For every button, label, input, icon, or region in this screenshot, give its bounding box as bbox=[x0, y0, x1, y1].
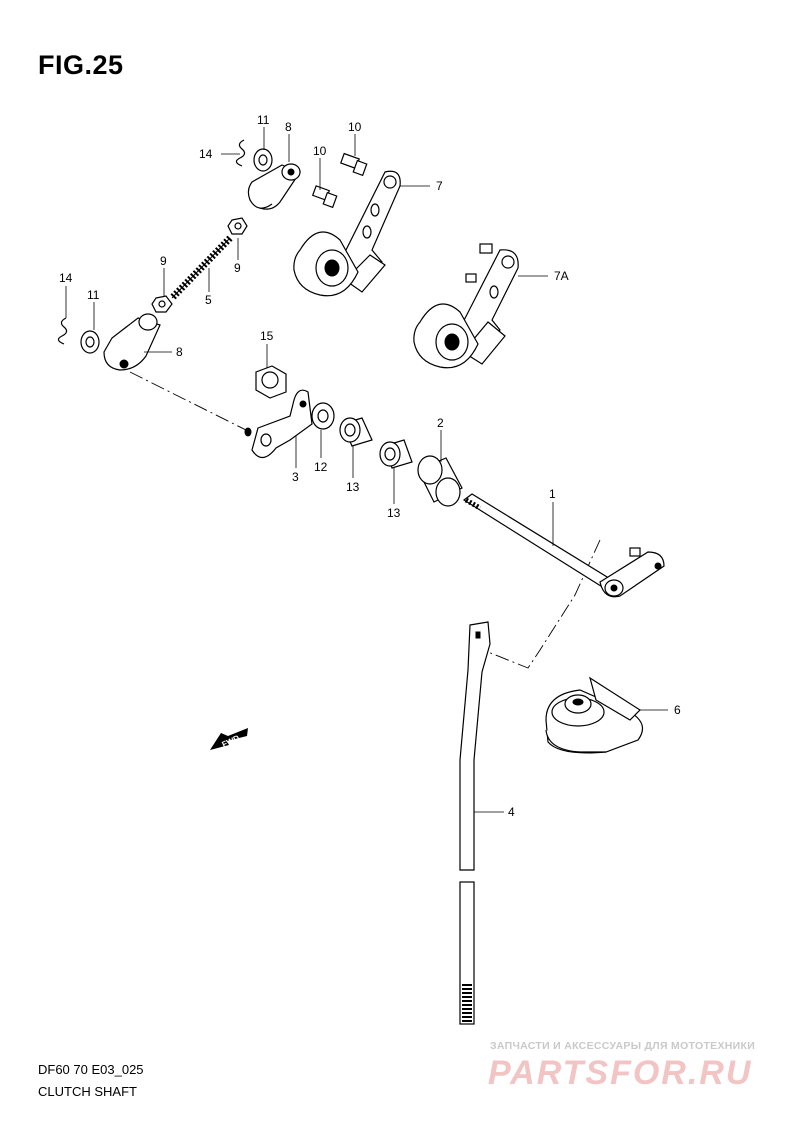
figure-title: FIG.25 bbox=[38, 50, 124, 80]
callout-12: 12 bbox=[314, 460, 328, 474]
alignment-line-link-to-lever bbox=[129, 371, 251, 433]
callout-7: 7 bbox=[436, 179, 443, 193]
alignment-line-shaft-to-rod bbox=[487, 539, 601, 669]
callout-11-lower: 11 bbox=[87, 288, 100, 302]
part-2-sleeve bbox=[417, 455, 463, 507]
part-4-shift-rod bbox=[459, 621, 491, 1025]
part-14-clip-lower bbox=[57, 317, 68, 345]
part-12-washer bbox=[311, 402, 335, 430]
callout-3: 3 bbox=[292, 470, 299, 484]
callout-15: 15 bbox=[260, 329, 274, 343]
callout-13-right: 13 bbox=[387, 506, 401, 520]
callout-7a: 7A bbox=[554, 269, 569, 283]
part-5-threaded-rod bbox=[169, 235, 233, 301]
watermark-logo: PARTSFOR.RU bbox=[488, 1054, 753, 1092]
callout-13-left: 13 bbox=[346, 480, 360, 494]
part-10-bolt-upper bbox=[340, 152, 368, 177]
part-6-grommet bbox=[545, 676, 644, 754]
part-11-washer-lower bbox=[80, 330, 100, 354]
part-13-bushing-upper bbox=[339, 417, 373, 447]
part-14-clip-upper bbox=[235, 139, 246, 167]
callout-8-lower: 8 bbox=[176, 345, 183, 359]
drawing-caption: CLUTCH SHAFT bbox=[38, 1084, 137, 1099]
part-15-nut bbox=[255, 365, 287, 399]
part-9-nut-upper bbox=[227, 217, 248, 235]
callout-6: 6 bbox=[674, 703, 681, 717]
callout-1: 1 bbox=[549, 487, 556, 501]
part-10-bolt-lower bbox=[311, 185, 338, 209]
part-13-bushing-lower bbox=[379, 439, 413, 469]
callout-14-upper: 14 bbox=[199, 147, 213, 161]
drawing-code: DF60 70 E03_025 bbox=[38, 1062, 144, 1077]
callout-2: 2 bbox=[437, 416, 444, 430]
part-7-lever-assembly bbox=[293, 170, 401, 297]
callout-14-lower: 14 bbox=[59, 271, 73, 285]
part-1-clutch-shaft bbox=[462, 493, 665, 598]
callout-10-upper: 10 bbox=[348, 120, 362, 134]
part-9-nut-lower bbox=[151, 295, 173, 313]
part-8-rod-end-upper bbox=[247, 163, 301, 210]
callout-4: 4 bbox=[508, 805, 515, 819]
callout-8-upper: 8 bbox=[285, 120, 292, 134]
callout-9-right: 9 bbox=[234, 261, 241, 275]
fwd-direction-arrow: FWD bbox=[210, 728, 248, 750]
callout-11-upper: 11 bbox=[257, 113, 270, 127]
part-7a-lever-assembly bbox=[413, 243, 519, 369]
part-3-lever bbox=[244, 389, 313, 459]
watermark-tagline: ЗАПЧАСТИ И АКСЕССУАРЫ ДЛЯ МОТОТЕХНИКИ bbox=[490, 1040, 756, 1052]
part-8-rod-end-lower bbox=[103, 313, 161, 371]
callout-5: 5 bbox=[205, 293, 212, 307]
leader-lines bbox=[65, 127, 668, 813]
callout-9-left: 9 bbox=[160, 254, 167, 268]
callout-10-lower: 10 bbox=[313, 144, 327, 158]
part-11-washer-upper bbox=[253, 148, 273, 172]
